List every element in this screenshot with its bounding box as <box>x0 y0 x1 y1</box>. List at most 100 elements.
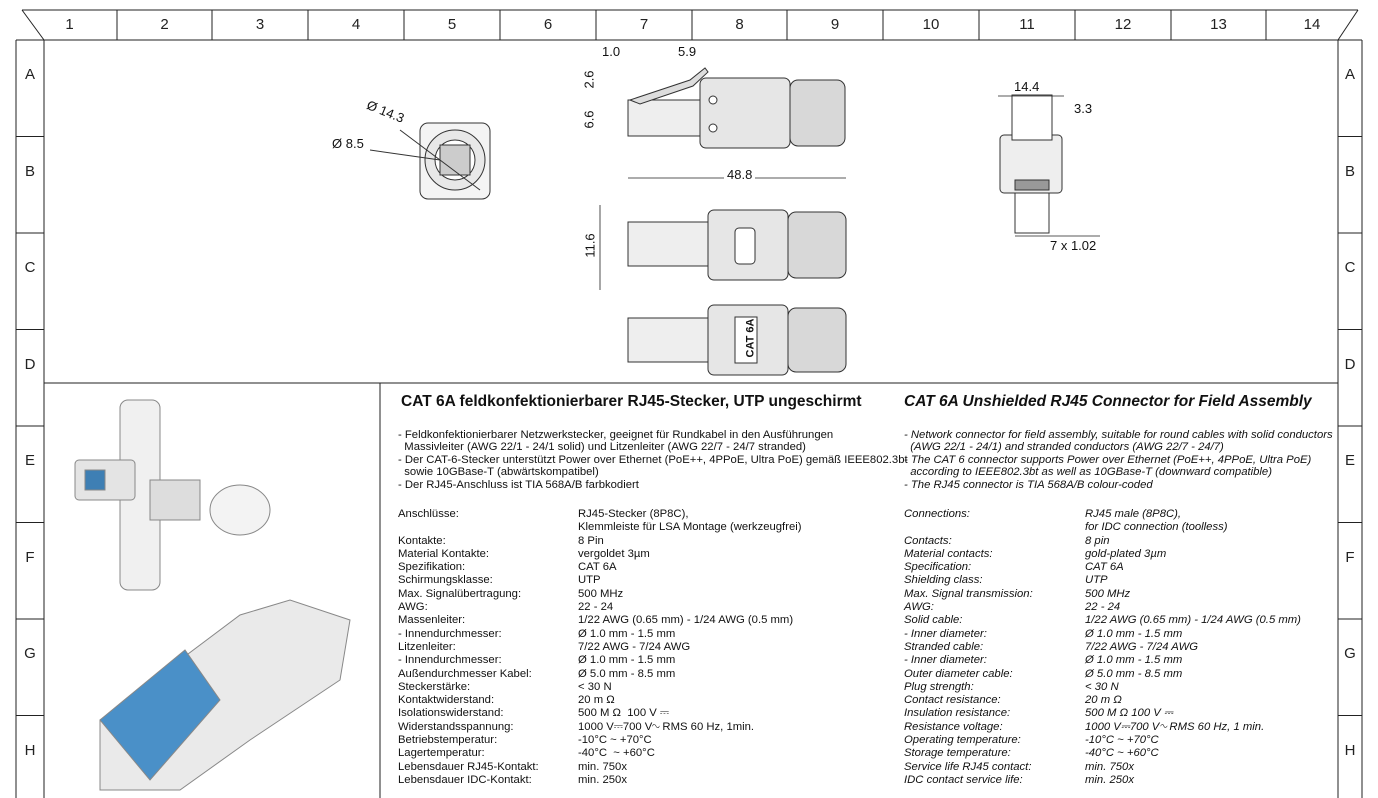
spec-value: gold-plated 3µm <box>1085 547 1167 560</box>
spec-label: Lebensdauer IDC-Kontakt: <box>398 773 532 786</box>
spec-label: Insulation resistance: <box>904 707 1011 720</box>
description-en: - Network connector for field assembly, … <box>904 429 1333 491</box>
spec-value: 7/22 AWG - 7/24 AWG <box>1085 640 1199 653</box>
spec-row: Litzenleiter:7/22 AWG - 7/24 AWG <box>398 641 802 654</box>
spec-value: 500 MHz <box>578 587 624 600</box>
spec-label: Service life RJ45 contact: <box>904 760 1032 773</box>
spec-label: - Innendurchmesser: <box>398 627 502 640</box>
spec-label: Lagertemperatur: <box>398 747 485 760</box>
spec-row: Material contacts:gold-plated 3µm <box>904 548 1301 561</box>
spec-row: Kontakte:8 Pin <box>398 535 802 548</box>
grid-column-label: 12 <box>1114 16 1132 33</box>
grid-row-label: C <box>24 259 36 276</box>
spec-row: - Inner diameter: Ø 1.0 mm - 1.5 mm <box>904 654 1301 667</box>
spec-value: RJ45 male (8P8C), for IDC connection (to… <box>1085 508 1228 534</box>
spec-row: Widerstandsspannung:1000 V⎓700 V∿ RMS 60… <box>398 721 802 734</box>
spec-row: Contact resistance:20 m Ω <box>904 694 1301 707</box>
spec-row: Lagertemperatur:-40°C ~ +60°C <box>398 747 802 760</box>
grid-row-label: B <box>24 162 35 180</box>
grid-column-label: 5 <box>447 16 457 33</box>
spec-value: Ø 5.0 mm - 8.5 mm <box>1085 667 1183 680</box>
spec-label: Contact resistance: <box>904 694 1001 707</box>
spec-label: Außendurchmesser Kabel: <box>398 667 532 680</box>
top-view-drawing <box>627 209 847 281</box>
spec-label: Contacts: <box>904 534 952 547</box>
spec-value: UTP <box>578 574 601 587</box>
grid-row-label: A <box>1344 66 1355 83</box>
grid-column-label: 10 <box>922 16 940 33</box>
grid-row-label: F <box>25 548 35 566</box>
spec-label: - Inner diameter: <box>904 654 987 667</box>
dim-1: 1.0 <box>602 44 621 59</box>
grid-row-label: H <box>1344 741 1356 759</box>
spec-value: 500 M Ω 100 V ⎓ <box>1085 707 1173 720</box>
spec-value: 1000 V⎓700 V∿ RMS 60 Hz, 1 min. <box>1085 720 1265 733</box>
spec-label: Resistance voltage: <box>904 720 1003 733</box>
spec-row: Lebensdauer RJ45-Kontakt:min. 750x <box>398 761 802 774</box>
dim-3: 2.6 <box>581 70 597 89</box>
spec-row: Schirmungsklasse:UTP <box>398 574 802 587</box>
product-photo-assembled <box>99 599 351 791</box>
dim-2: 5.9 <box>678 44 697 59</box>
spec-label: Shielding class: <box>904 574 983 587</box>
spec-value: min. 750x <box>1085 760 1134 773</box>
spec-label: IDC contact service life: <box>904 773 1023 786</box>
spec-row: Kontaktwiderstand:20 m Ω <box>398 694 802 707</box>
spec-row: Contacts:8 pin <box>904 535 1301 548</box>
spec-row: Outer diameter cable:Ø 5.0 mm - 8.5 mm <box>904 668 1301 681</box>
grid-row-label: G <box>1344 645 1356 662</box>
spec-row: Spezifikation:CAT 6A <box>398 561 802 574</box>
grid-column-label: 3 <box>255 16 265 33</box>
spec-label: Widerstandsspannung: <box>398 720 514 733</box>
spec-value: 1/22 AWG (0.65 mm) - 1/24 AWG (0.5 mm) <box>578 614 794 627</box>
spec-value: -10°C ~ +70°C <box>1085 734 1159 747</box>
spec-row: - Innendurchmesser:Ø 1.0 mm - 1.5 mm <box>398 628 802 641</box>
grid-column-label: 6 <box>543 16 553 33</box>
spec-row: Insulation resistance: 500 M Ω 100 V ⎓ <box>904 707 1301 720</box>
grid-row-label: D <box>24 355 36 373</box>
spec-label: Material Kontakte: <box>398 547 490 560</box>
title-en: CAT 6A Unshielded RJ45 Connector for Fie… <box>904 393 1312 410</box>
spec-label: - Inner diameter: <box>904 627 987 640</box>
spec-row: - Inner diameter:Ø 1.0 mm - 1.5 mm <box>904 628 1301 641</box>
spec-label: Anschlüsse: <box>398 508 459 520</box>
spec-value: min. 250x <box>1085 773 1134 786</box>
description-de: - Feldkonfektionierbarer Netzwerkstecker… <box>398 429 908 491</box>
spec-row: - Innendurchmesser:Ø 1.0 mm - 1.5 mm <box>398 654 802 667</box>
grid-row-label: C <box>1344 259 1356 276</box>
spec-value: CAT 6A <box>1085 561 1124 574</box>
spec-value: 7/22 AWG - 7/24 AWG <box>578 640 691 653</box>
spec-value: 500 MHz <box>1085 587 1131 600</box>
dim-inner-diameter: Ø 8.5 <box>332 136 364 151</box>
grid-row-label: A <box>24 66 35 83</box>
grid-row-label: B <box>1344 162 1355 180</box>
grid-row-label: E <box>1344 452 1355 469</box>
grid-column-label: 4 <box>351 16 361 33</box>
spec-value: min. 250x <box>578 773 627 786</box>
grid-row-label: F <box>1345 548 1355 566</box>
spec-value: 22 - 24 <box>578 601 614 614</box>
spec-label: Operating temperature: <box>904 734 1021 747</box>
grid-column-label: 8 <box>735 16 744 33</box>
spec-value: < 30 N <box>1085 680 1119 693</box>
grid-column-label: 14 <box>1303 16 1321 33</box>
grid-column-label: 2 <box>160 16 169 33</box>
grid-row-label: H <box>24 741 36 759</box>
spec-label: Max. Signalübertragung: <box>398 587 522 600</box>
spec-row: Specification:CAT 6A <box>904 561 1301 574</box>
spec-label: Solid cable: <box>904 614 963 627</box>
spec-row: Material Kontakte: vergoldet 3µm <box>398 548 802 561</box>
spec-value: -10°C ~ +70°C <box>578 734 652 747</box>
spec-row: Plug strength:< 30 N <box>904 681 1301 694</box>
spec-label: - Innendurchmesser: <box>398 654 502 667</box>
spec-value: CAT 6A <box>578 561 617 574</box>
grid-column-label: 9 <box>830 16 840 33</box>
spec-value: Ø 1.0 mm - 1.5 mm <box>1085 654 1183 667</box>
spec-label: AWG: <box>398 601 428 614</box>
spec-label: Steckerstärke: <box>398 680 471 693</box>
grid-column-label: 7 <box>639 16 649 33</box>
title-de: CAT 6A feldkonfektionierbarer RJ45-Steck… <box>401 393 862 410</box>
spec-label: Kontaktwiderstand: <box>398 694 495 707</box>
dim-4: 6.6 <box>581 110 597 129</box>
spec-value: vergoldet 3µm <box>578 547 650 560</box>
